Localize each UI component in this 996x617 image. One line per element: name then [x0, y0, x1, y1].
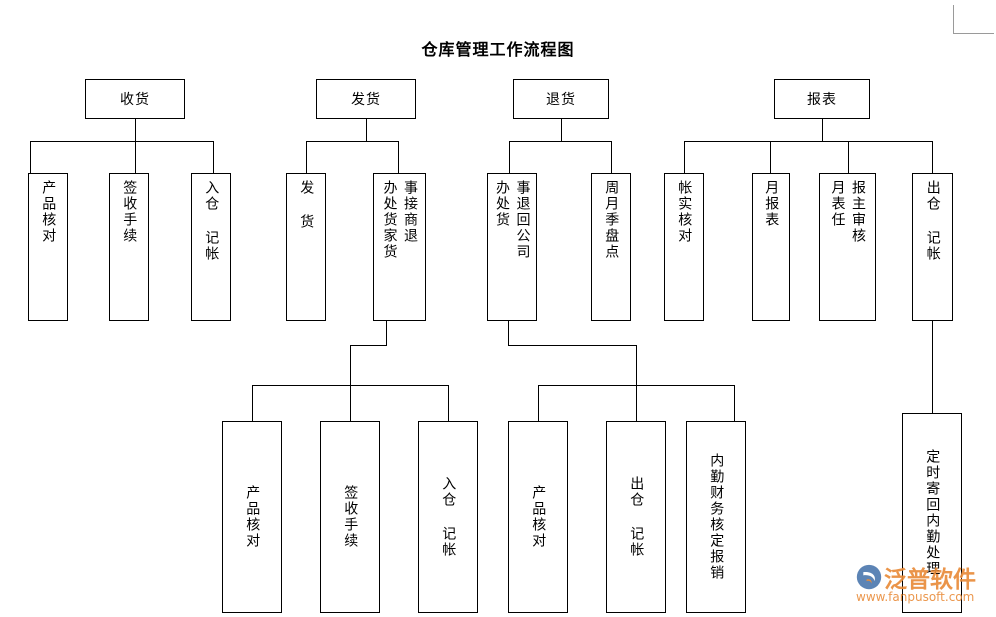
connector-vertical: [306, 141, 307, 173]
node-label: 产品核对: [244, 485, 261, 549]
node-rep-reconcile[interactable]: 帐实核对: [664, 173, 704, 321]
connector-vertical: [213, 141, 214, 173]
node-reports-root[interactable]: 报表: [774, 79, 870, 119]
node-sub-ret-check[interactable]: 产品核对: [508, 421, 568, 613]
node-label-col-2: 月表任: [829, 180, 846, 228]
node-rep-stockout[interactable]: 出仓 记帐: [912, 173, 953, 321]
node-label: 帐实核对: [676, 180, 693, 244]
node-label: 发货: [351, 92, 381, 108]
node-sub-mail-back[interactable]: 定时寄回内勤处理: [902, 413, 962, 613]
connector-vertical: [932, 141, 933, 173]
node-rep-monthly[interactable]: 月报表: [752, 173, 790, 321]
connector-vertical: [509, 141, 510, 173]
page-title: 仓库管理工作流程图: [421, 40, 575, 59]
node-label: 产品核对: [530, 485, 547, 549]
node-sub-ret-finance[interactable]: 内勤财务核定报销: [686, 421, 746, 613]
connector-vertical: [636, 385, 637, 421]
connector-vertical: [538, 385, 539, 421]
node-label: 产品核对: [40, 180, 57, 244]
connector-vertical: [366, 119, 367, 141]
connector-horizontal: [509, 141, 611, 142]
connector-horizontal: [30, 141, 213, 142]
node-sub-stockin[interactable]: 入仓 记帐: [418, 421, 478, 613]
node-label: 定时寄回内勤处理: [924, 449, 941, 577]
node-shipping-root[interactable]: 发货: [316, 79, 416, 119]
node-label: 出仓 记帐: [924, 180, 941, 262]
node-label-col-2: 办处货家货: [381, 180, 398, 260]
connector-vertical: [561, 119, 562, 141]
connector-vertical: [636, 345, 637, 385]
node-recv-stockin[interactable]: 入仓 记帐: [191, 173, 231, 321]
node-ship-send[interactable]: 发 货: [286, 173, 326, 321]
node-recv-check[interactable]: 产品核对: [28, 173, 68, 321]
connector-horizontal: [684, 141, 932, 142]
node-label: 收货: [120, 92, 150, 108]
node-ship-merchant-return[interactable]: 事接商退 办处货家货: [373, 173, 426, 321]
connector-vertical: [822, 119, 823, 141]
connector-vertical: [350, 385, 351, 421]
node-label: 周月季盘点: [603, 180, 620, 260]
node-label-col-1: 事退回公司: [514, 180, 531, 260]
node-label-col-1: 事接商退: [401, 180, 418, 244]
node-label: 月报表: [763, 180, 780, 228]
node-ret-to-company[interactable]: 事退回公司 办处货: [487, 173, 537, 321]
connector-vertical: [386, 321, 387, 345]
connector-vertical: [684, 141, 685, 173]
node-label: 发 货: [298, 180, 315, 230]
node-label: 报表: [807, 92, 837, 108]
connector-horizontal: [306, 141, 398, 142]
connector-vertical: [30, 141, 31, 173]
connector-vertical: [135, 141, 136, 173]
connector-horizontal: [508, 345, 636, 346]
node-sub-sign[interactable]: 签收手续: [320, 421, 380, 613]
page-corner-guide: [953, 5, 994, 34]
node-recv-sign[interactable]: 签收手续: [109, 173, 149, 321]
node-sub-check[interactable]: 产品核对: [222, 421, 282, 613]
connector-vertical: [448, 385, 449, 421]
node-label: 退货: [546, 92, 576, 108]
node-label: 内勤财务核定报销: [708, 453, 725, 581]
node-label: 签收手续: [342, 485, 359, 549]
node-label: 出仓 记帐: [628, 476, 645, 558]
connector-vertical: [611, 141, 612, 173]
node-label-col-2: 办处货: [494, 180, 510, 228]
connector-horizontal: [350, 345, 387, 346]
swoosh-logo-icon: [856, 564, 882, 590]
node-returns-root[interactable]: 退货: [513, 79, 609, 119]
node-sub-ret-stockout[interactable]: 出仓 记帐: [606, 421, 666, 613]
connector-vertical: [734, 385, 735, 421]
node-label: 入仓 记帐: [440, 476, 457, 558]
connector-vertical: [770, 141, 771, 173]
connector-vertical: [398, 141, 399, 173]
node-label-col-1: 报主审核: [849, 180, 866, 244]
connector-vertical: [932, 321, 933, 413]
node-receiving-root[interactable]: 收货: [85, 79, 185, 119]
node-label: 签收手续: [121, 180, 138, 244]
connector-vertical: [135, 119, 136, 141]
connector-vertical: [350, 345, 351, 385]
connector-vertical: [848, 141, 849, 173]
connector-vertical: [252, 385, 253, 421]
node-label: 入仓 记帐: [203, 180, 220, 262]
node-rep-approval[interactable]: 报主审核 月表任: [819, 173, 876, 321]
connector-vertical: [508, 321, 509, 345]
node-ret-stocktake[interactable]: 周月季盘点: [591, 173, 631, 321]
